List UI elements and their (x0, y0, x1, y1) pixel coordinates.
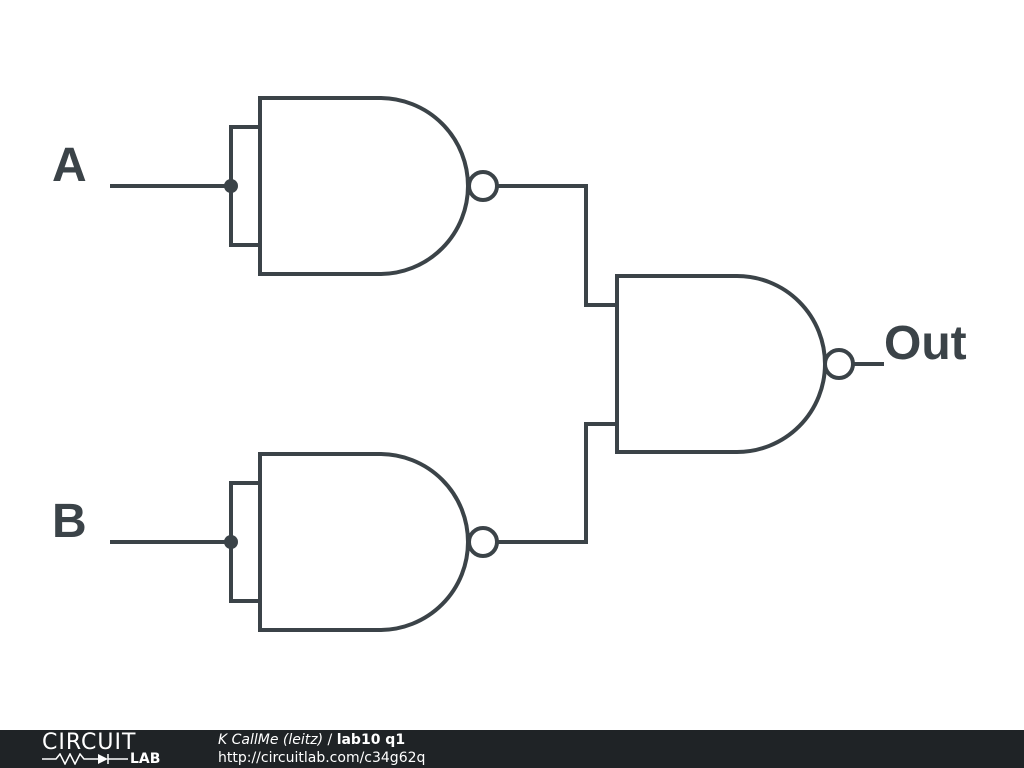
footer-bar: CIRCUIT LAB K CallMe (leitz) / lab10 q1 … (0, 730, 1024, 768)
wire-nand1-to-nand3 (497, 184, 615, 307)
nand-gate-2[interactable] (258, 452, 499, 632)
circuit-title[interactable]: lab10 q1 (336, 732, 406, 748)
nand-gate-3[interactable] (615, 274, 855, 454)
author-name[interactable]: K CallMe (leitz) (218, 732, 324, 748)
input-a-label: A (52, 139, 87, 192)
input-b-label: B (52, 495, 87, 548)
credit-separator: / (323, 732, 337, 748)
junction-a (224, 179, 238, 193)
circuit-url-link[interactable]: http://circuitlab.com/c34g62q (218, 750, 426, 766)
nand-gate-1[interactable] (258, 96, 499, 276)
circuitlab-logo[interactable]: CIRCUIT LAB (42, 730, 182, 768)
circuit-credit: K CallMe (leitz) / lab10 q1 (218, 731, 405, 749)
junction-b (224, 535, 238, 549)
logo-text-circuit: CIRCUIT (42, 730, 137, 755)
resistor-diode-icon (42, 753, 128, 765)
circuit-schematic: A B Out (52, 96, 967, 632)
output-label: Out (884, 317, 967, 370)
wire-nand2-to-nand3 (497, 422, 615, 544)
logo-text-lab: LAB (130, 751, 161, 767)
input-a-wire (110, 125, 258, 247)
input-b-wire (110, 481, 258, 603)
